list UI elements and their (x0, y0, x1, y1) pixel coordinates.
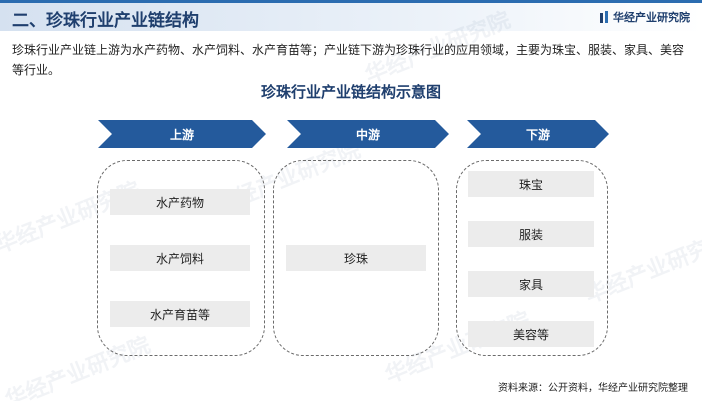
midstream-item: 珍珠 (286, 245, 426, 271)
downstream-group: 珠宝 服装 家具 美容等 (456, 160, 608, 356)
stage-downstream-arrow: 下游 (467, 120, 609, 148)
downstream-item: 珠宝 (468, 171, 594, 197)
stage-midstream-arrow: 中游 (287, 120, 449, 148)
upstream-item: 水产药物 (110, 189, 250, 215)
brand-logo-icon (600, 11, 608, 23)
brand-name: 华经产业研究院 (613, 11, 690, 24)
upstream-item: 水产育苗等 (110, 301, 250, 327)
downstream-item: 家具 (468, 271, 594, 297)
brand: 华经产业研究院 (600, 9, 690, 25)
upstream-item: 水产饲料 (110, 245, 250, 271)
upstream-group: 水产药物 水产饲料 水产育苗等 (97, 160, 265, 356)
intro-text: 珍珠行业产业链上游为水产药物、水产饲料、水产育苗等；产业链下游为珍珠行业的应用领… (12, 43, 685, 77)
header-top-rule (0, 0, 702, 3)
slide-title: 二、珍珠行业产业链结构 (12, 11, 199, 31)
header-band (0, 3, 702, 31)
downstream-item: 服装 (468, 221, 594, 247)
midstream-group: 珍珠 (273, 160, 439, 356)
stage-upstream-arrow: 上游 (98, 120, 266, 148)
downstream-item: 美容等 (468, 321, 594, 347)
source-note: 资料来源：公开资料，华经产业研究院整理 (498, 383, 688, 394)
diagram-title: 珍珠行业产业链结构示意图 (260, 83, 441, 101)
